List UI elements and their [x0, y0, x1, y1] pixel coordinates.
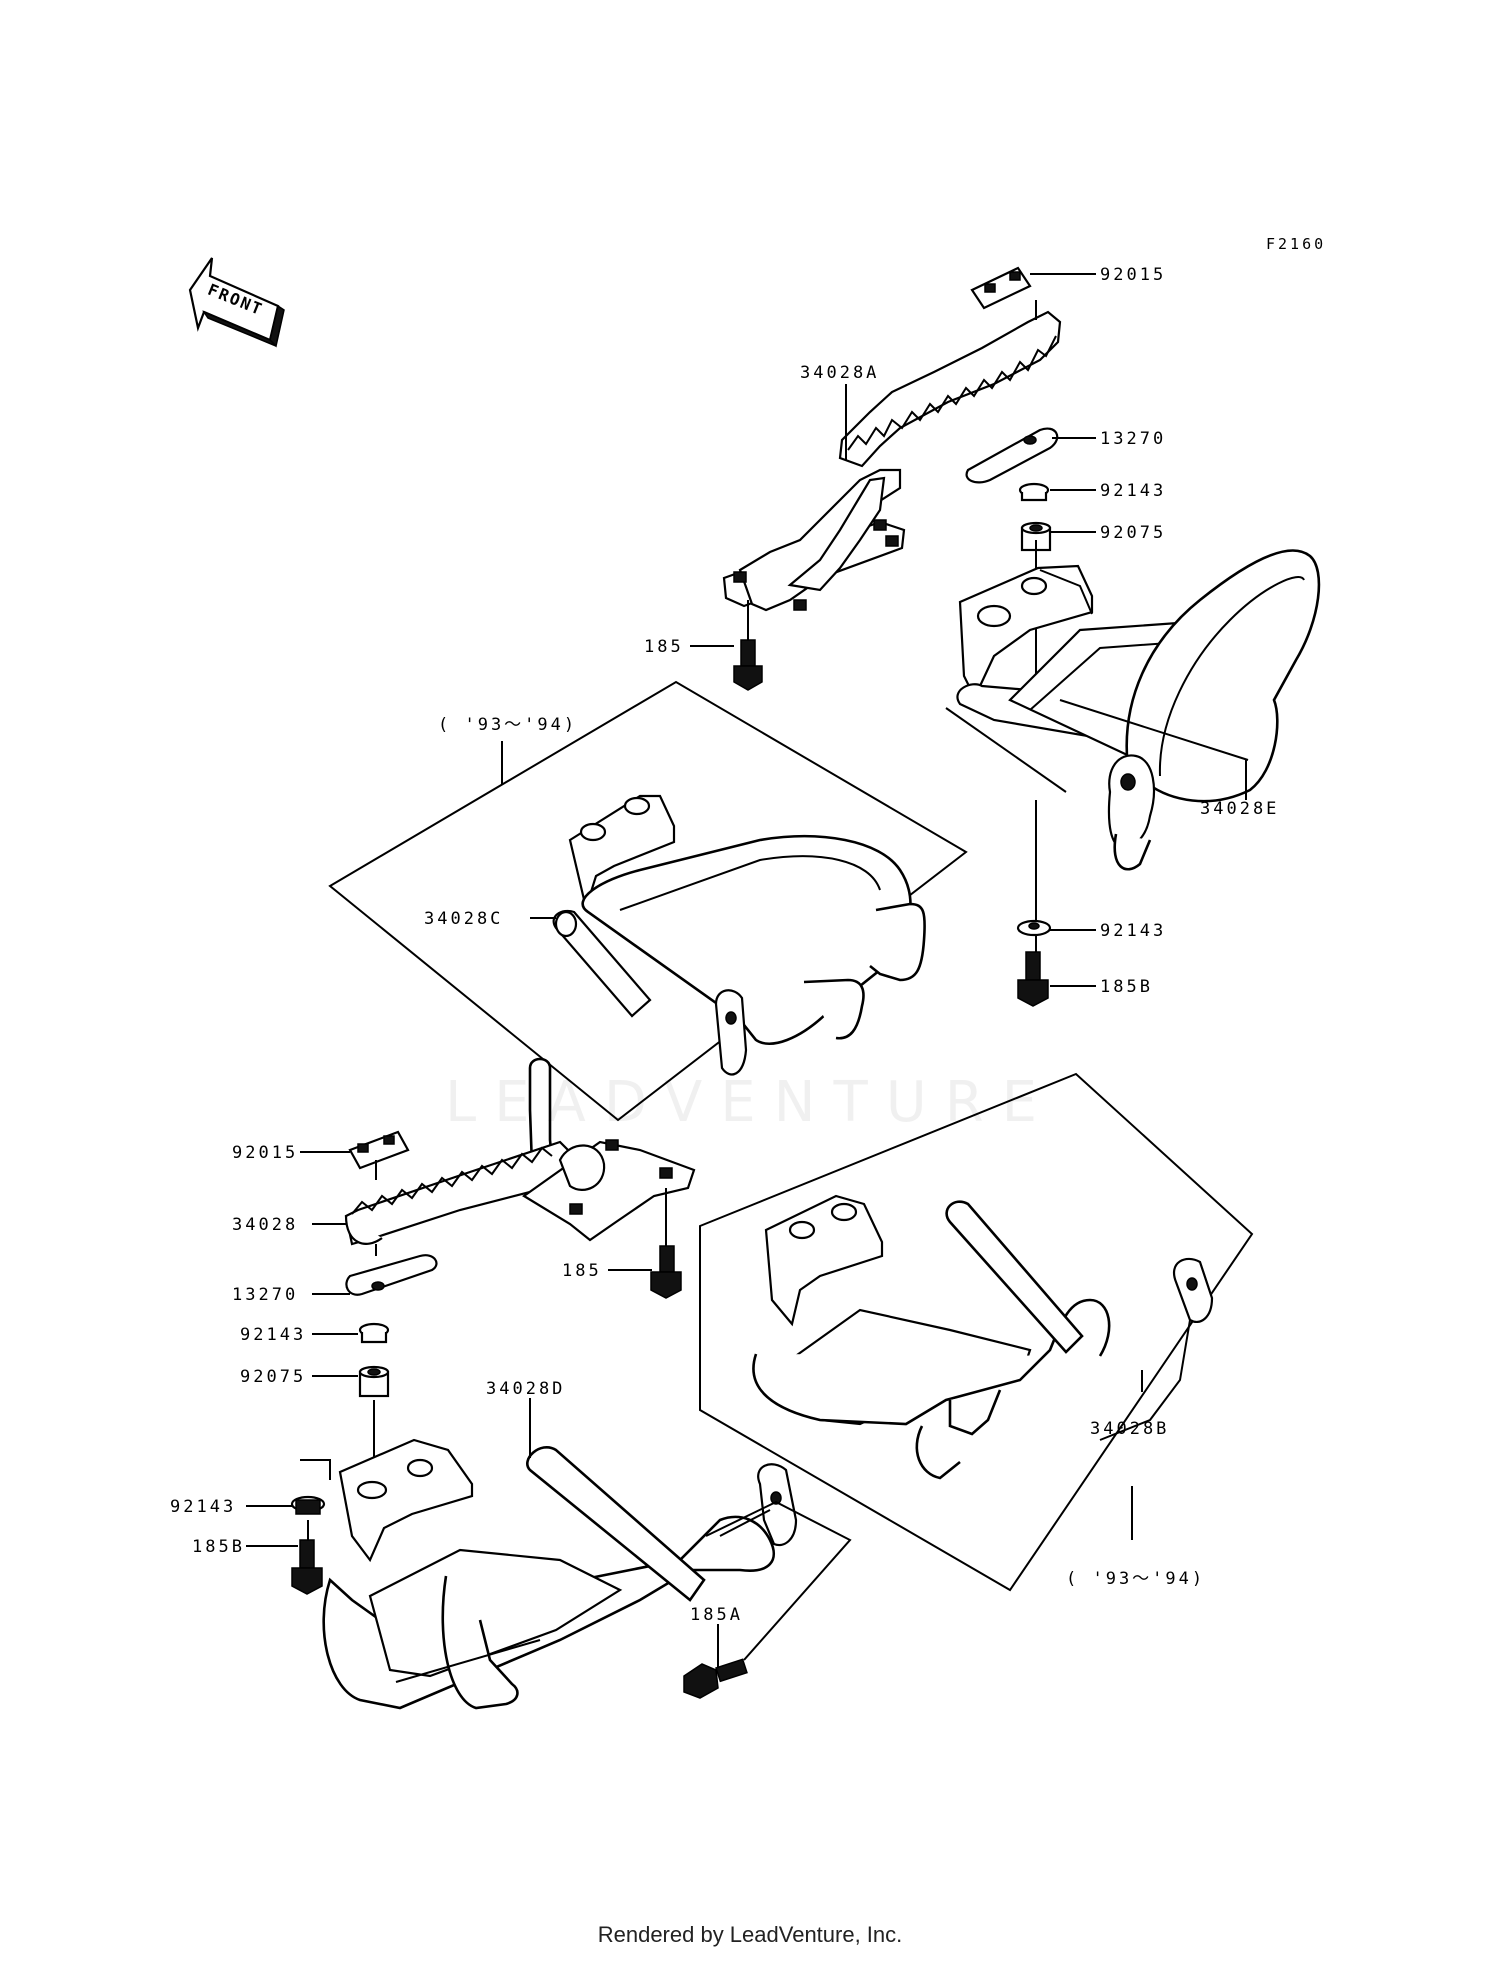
year-note-bottom: ( '93～'94)	[1066, 1569, 1205, 1589]
label-185B-right: 185B	[1100, 977, 1153, 997]
hardware-right-lower	[1016, 919, 1052, 1007]
label-92143-lower: 92143	[240, 1325, 306, 1345]
diagram-code: F2160	[1266, 235, 1326, 253]
footer-credit: Rendered by LeadVenture, Inc.	[597, 1922, 903, 1947]
label-34028: 34028	[232, 1215, 298, 1235]
label-92143-upper: 92143	[1100, 481, 1166, 501]
label-34028A: 34028A	[800, 363, 879, 383]
label-92015-upper: 92015	[1100, 265, 1166, 285]
footpeg-bar-34028E	[945, 549, 1321, 871]
part-labels: 92015 34028A 13270 92143 92075 185 ( '93…	[170, 265, 1279, 1625]
label-185B-left: 185B	[192, 1537, 245, 1557]
label-34028D: 34028D	[486, 1379, 565, 1399]
option-box-34028C	[328, 680, 968, 1122]
label-92075-upper: 92075	[1100, 523, 1166, 543]
leader-lines	[246, 273, 1247, 1668]
label-185-upper: 185	[644, 637, 684, 657]
label-185-lower: 185	[562, 1261, 602, 1281]
bolt-185A	[683, 1500, 852, 1699]
label-92143-right: 92143	[1100, 921, 1166, 941]
footpeg-34028A	[722, 266, 1062, 612]
option-box-34028B	[699, 1072, 1254, 1592]
footpeg-34028	[344, 1057, 696, 1296]
label-92015-lower: 92015	[232, 1143, 298, 1163]
label-34028E: 34028E	[1200, 799, 1279, 819]
label-185A: 185A	[690, 1605, 743, 1625]
bolt-185-lower	[650, 1188, 682, 1299]
bolt-185-upper	[733, 600, 763, 691]
label-34028B: 34028B	[1090, 1419, 1169, 1439]
label-92075-lower: 92075	[240, 1367, 306, 1387]
label-13270-upper: 13270	[1100, 429, 1166, 449]
label-34028C: 34028C	[424, 909, 503, 929]
label-13270-lower: 13270	[232, 1285, 298, 1305]
front-arrow-icon: FRONT	[188, 257, 285, 348]
watermark: LEADVENTURE	[444, 1070, 1056, 1135]
label-92143-left: 92143	[170, 1497, 236, 1517]
year-note-top: ( '93～'94)	[438, 715, 577, 735]
hardware-left	[290, 1322, 390, 1595]
footpeg-bar-34028D	[322, 1398, 798, 1710]
